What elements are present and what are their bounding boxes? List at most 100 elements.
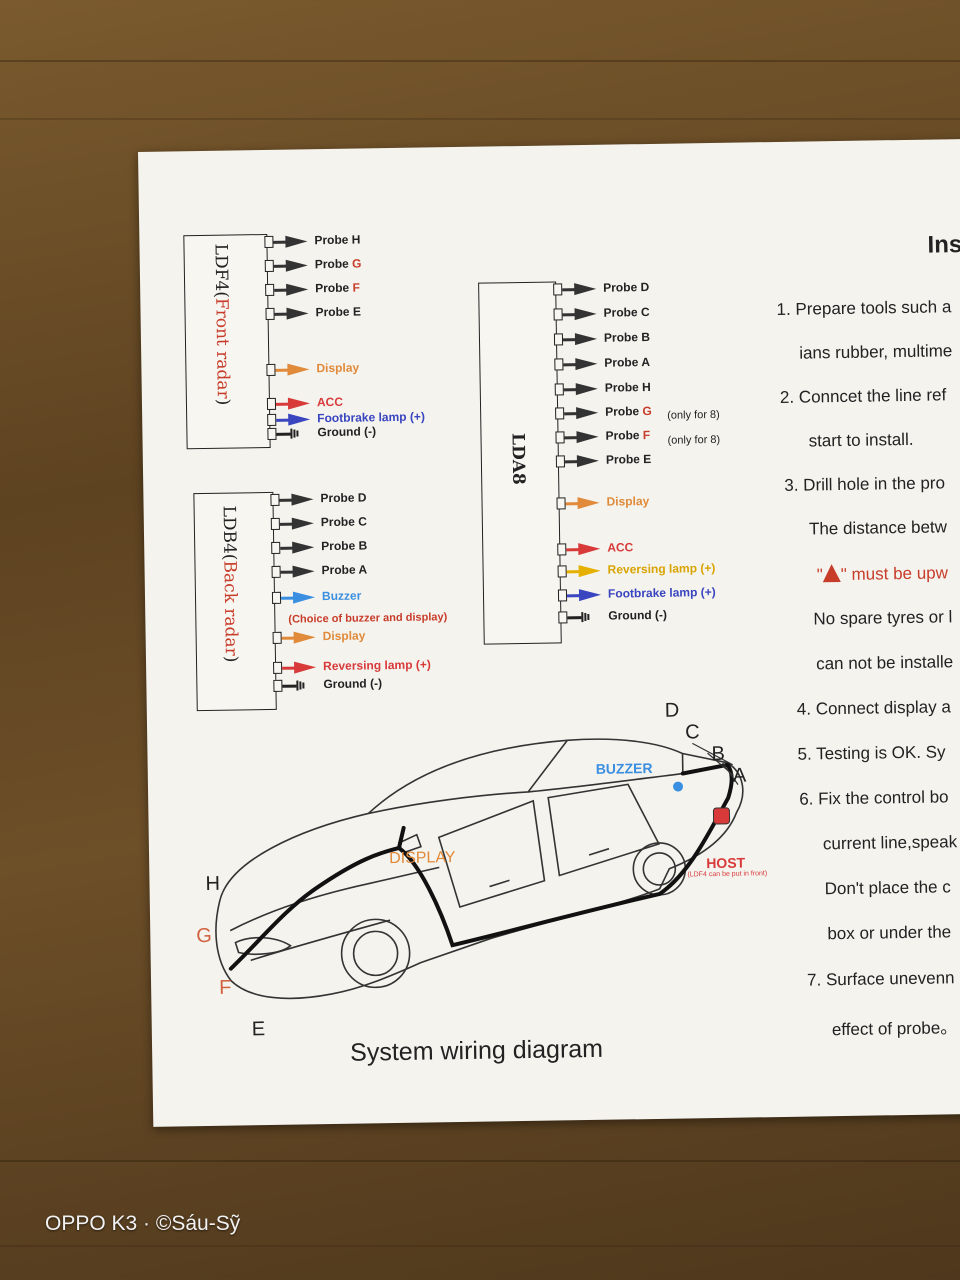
ldb4-display-label: Display — [322, 628, 366, 644]
connector-pin — [265, 283, 275, 297]
buzzer-label: BUZZER — [595, 759, 653, 777]
connector-pin — [271, 541, 281, 554]
ldb4-box: LDB4(Back radar) — [193, 491, 277, 712]
lda8-probe-4-label: Probe H — [604, 379, 651, 395]
lda8-probe-2-label: Probe B — [603, 329, 651, 345]
instruction-line: The distance betw — [808, 517, 948, 539]
instruction-line: start to install. — [808, 429, 914, 451]
wood-grain — [0, 1160, 960, 1162]
ldf4-probe-0-label: Probe H — [314, 232, 361, 248]
connector-pin — [554, 358, 564, 371]
probe-letter-c: C — [685, 721, 700, 744]
ldf4-probe-3-label: Probe E — [315, 304, 362, 320]
instruction-line: 7. Surface unevenn — [806, 968, 955, 990]
instruction-line: current line,speak — [822, 832, 958, 854]
connector-pin — [264, 235, 274, 249]
connector-pin — [272, 631, 282, 644]
instruction-line: box or under the — [827, 922, 952, 944]
ldf4-probe-1-label: Probe G — [314, 256, 362, 272]
lda8-probe-0-label: Probe D — [603, 279, 650, 295]
ldb4-probe-2-label: Probe B — [321, 538, 368, 554]
wood-grain — [0, 1245, 960, 1247]
buzzer-note: (Choice of buzzer and display) — [288, 611, 448, 626]
host-label: HOST — [706, 854, 746, 872]
camera-watermark: OPPO K3 · ©Sáu-Sỹ — [45, 1212, 241, 1235]
instruction-line: 5. Testing is OK. Sy — [797, 742, 946, 764]
instruction-warning: "" must be upw — [816, 563, 949, 585]
probe-letter-f: F — [218, 976, 232, 999]
warning-triangle-icon: "" — [816, 564, 847, 585]
instruction-line: 1. Prepare tools such a — [776, 297, 952, 319]
wood-grain — [0, 60, 960, 62]
instruction-line: can not be installe — [815, 652, 954, 674]
connector-pin — [267, 427, 277, 441]
connector-pin — [556, 497, 566, 510]
display-label: DISPLAY — [388, 849, 456, 868]
ldb4-probe-1-label: Probe C — [320, 514, 367, 530]
connector-pin — [555, 407, 565, 420]
connector-pin — [271, 565, 281, 578]
connector-pin — [557, 565, 567, 578]
lda8-display-label: Display — [606, 494, 650, 509]
wood-grain — [0, 118, 960, 120]
connector-pin — [555, 431, 565, 444]
connector-pin — [264, 259, 274, 273]
instruction-line: effect of probe。 — [831, 1018, 958, 1040]
ldf4-ground-label: Ground (-) — [317, 424, 377, 440]
connector-pin — [553, 333, 564, 346]
connector-pin — [553, 308, 563, 321]
lda8-probe-6-label: Probe F — [605, 427, 651, 443]
lda8-ground-label: Ground (-) — [608, 607, 668, 623]
instruction-line: No spare tyres or l — [813, 607, 953, 629]
connector-pin — [271, 591, 282, 604]
ldb4-reversing-label: Reversing lamp (+) — [322, 657, 431, 674]
host-note: (LDF4 can be put in front) — [687, 870, 768, 879]
instruction-line: 6. Fix the control bo — [799, 787, 949, 809]
ldb4-buzzer-label: Buzzer — [321, 588, 362, 604]
connector-pin — [273, 679, 283, 692]
instruction-line: ians rubber, multime — [799, 341, 953, 363]
connector-pin — [558, 611, 568, 624]
connector-pin — [555, 455, 566, 468]
connector-pin — [266, 363, 276, 377]
connector-pin — [267, 413, 277, 427]
connector-pin — [265, 307, 275, 321]
ldf4-title: LDF4(Front radar) — [210, 243, 233, 406]
ldf4-footbrake-label: Footbrake lamp (+) — [317, 409, 425, 426]
probe-letter-h: H — [205, 872, 221, 896]
probe-letter-a: A — [732, 764, 747, 787]
ldb4-probe-3-label: Probe A — [321, 562, 368, 578]
ldb4-probe-0-label: Probe D — [320, 490, 367, 506]
instruction-line: 4. Connect display a — [796, 697, 952, 719]
connector-pin — [557, 543, 567, 556]
connector-pin — [270, 517, 280, 530]
connector-pin — [557, 589, 568, 602]
connector-pin — [270, 493, 280, 506]
lda8-acc-label: ACC — [607, 540, 634, 555]
lda8-box: LDA8 — [478, 281, 562, 645]
connector-pin — [266, 397, 277, 411]
car-wiring-illustration — [215, 738, 744, 1000]
probe-letter-d: D — [664, 699, 680, 722]
lda8-probe-3-label: Probe A — [604, 354, 651, 370]
probe-letter-g: G — [196, 924, 213, 948]
lda8-footbrake-label: Footbrake lamp (+) — [607, 584, 716, 601]
lda8-probe-7-label: Probe E — [605, 451, 652, 467]
probe-letter-e: E — [251, 1018, 266, 1041]
only-for-8-note-f: (only for 8) — [667, 433, 721, 447]
lda8-probe-1-label: Probe C — [603, 304, 650, 320]
lda8-probe-5-label: Probe G — [605, 403, 652, 419]
connector-pin — [554, 383, 564, 396]
probe-letter-b: B — [711, 742, 726, 766]
manual-sheet: LDF4(Front radar) LDB4(Back radar) LDA8 … — [138, 137, 960, 1127]
diagram-caption: System wiring diagram — [349, 1034, 604, 1067]
instruction-line: 2. Conncet the line ref — [779, 385, 947, 407]
only-for-8-note-g: (only for 8) — [667, 408, 720, 422]
ldb4-ground-label: Ground (-) — [323, 676, 383, 692]
lda8-reversing-label: Reversing lamp (+) — [607, 560, 716, 577]
instructions-title: Ins — [927, 231, 960, 259]
lda8-title: LDA8 — [507, 432, 529, 485]
ldf4-box: LDF4(Front radar) — [183, 233, 271, 450]
ldf4-acc-label: ACC — [316, 394, 344, 410]
